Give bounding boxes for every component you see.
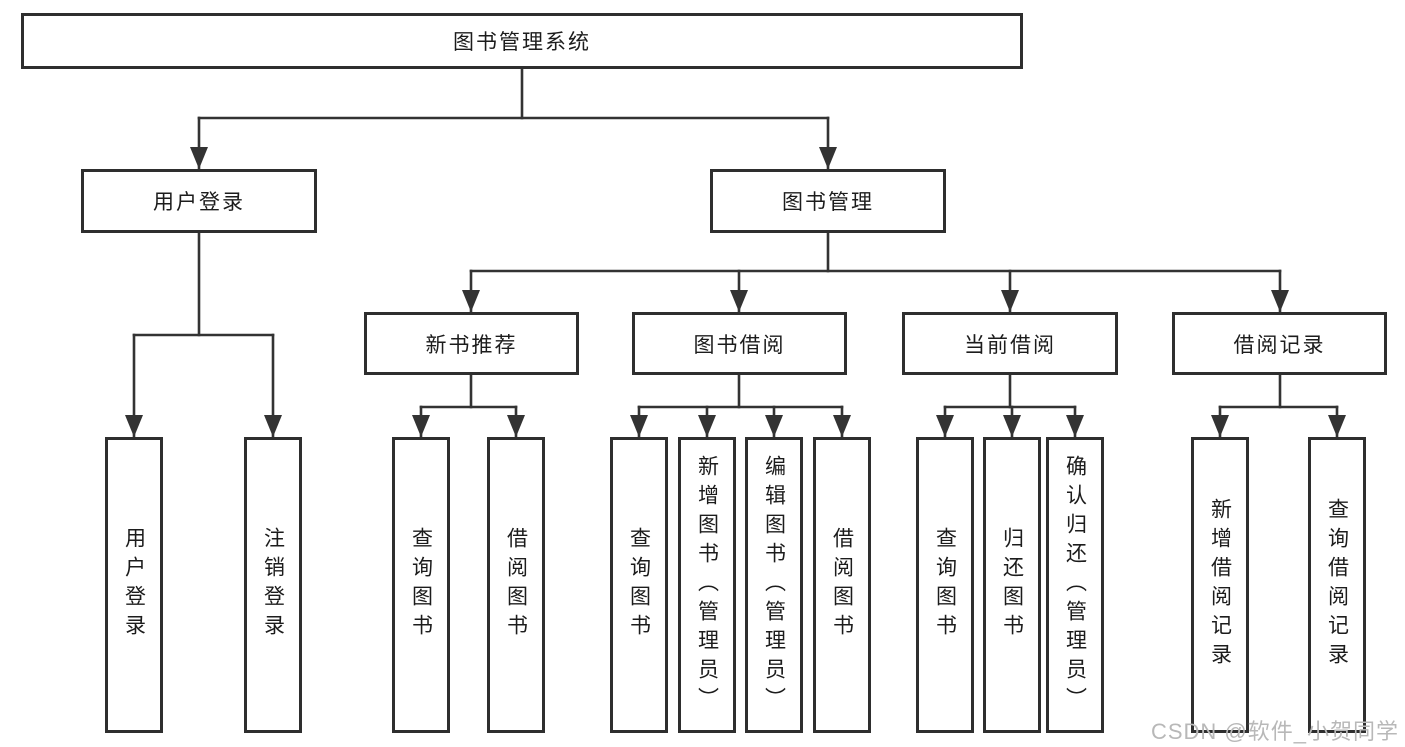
node-label: 借阅图书 [830, 527, 854, 643]
node-book-borrow: 图书借阅 [632, 312, 847, 375]
connector-book-borrow-branch [630, 373, 851, 439]
node-label: 用户登录 [153, 191, 245, 214]
node-label: 用户登录 [122, 527, 146, 643]
leaf-confirm-return-admin: 确认归还（管理员） [1046, 437, 1104, 733]
node-current-borrow: 当前借阅 [902, 312, 1118, 375]
csdn-watermark: CSDN @软件_小贺同学 [1150, 719, 1399, 744]
leaf-add-books-admin: 新增图书（管理员） [678, 437, 736, 733]
node-label: 查询图书 [409, 527, 433, 643]
connector-current-borrow-branch [936, 373, 1084, 439]
connector-borrow-record-branch [1211, 373, 1346, 439]
connector-book-mgmt-branch [462, 231, 1289, 314]
leaf-borrow-books: 借阅图书 [813, 437, 871, 733]
node-book-management: 图书管理 [710, 169, 946, 233]
leaf-query-borrow-record: 查询借阅记录 [1308, 437, 1366, 733]
node-label: 借阅图书 [504, 527, 528, 643]
connector-new-book-branch [412, 373, 525, 439]
node-new-book-recommend: 新书推荐 [364, 312, 579, 375]
leaf-query-books-borrow: 查询图书 [610, 437, 668, 733]
node-label: 当前借阅 [964, 333, 1056, 357]
node-label: 归还图书 [1000, 527, 1024, 643]
node-label: 新书推荐 [425, 333, 518, 357]
node-root-system: 图书管理系统 [21, 13, 1023, 69]
node-label: 图书管理 [782, 191, 874, 214]
node-label: 查询图书 [627, 527, 651, 643]
connector-root-branch [190, 67, 837, 171]
node-label: 查询借阅记录 [1325, 498, 1349, 672]
connector-user-login-branch [125, 231, 282, 439]
node-label: 图书管理系统 [453, 31, 591, 54]
node-user-login: 用户登录 [81, 169, 317, 233]
leaf-logout: 注销登录 [244, 437, 302, 733]
leaf-borrow-books-recommend: 借阅图书 [487, 437, 545, 733]
node-label: 确认归还（管理员） [1063, 454, 1087, 716]
node-label: 编辑图书（管理员） [762, 454, 786, 716]
node-borrow-record: 借阅记录 [1172, 312, 1387, 375]
node-label: 新增图书（管理员） [695, 454, 719, 716]
node-label: 查询图书 [933, 527, 957, 643]
leaf-query-books-current: 查询图书 [916, 437, 974, 733]
node-label: 注销登录 [261, 527, 285, 643]
leaf-query-books-recommend: 查询图书 [392, 437, 450, 733]
node-label: 新增借阅记录 [1208, 498, 1232, 672]
leaf-user-login: 用户登录 [105, 437, 163, 733]
leaf-return-books: 归还图书 [983, 437, 1041, 733]
node-label: 借阅记录 [1233, 333, 1326, 357]
leaf-edit-books-admin: 编辑图书（管理员） [745, 437, 803, 733]
leaf-add-borrow-record: 新增借阅记录 [1191, 437, 1249, 733]
node-label: 图书借阅 [693, 333, 786, 357]
